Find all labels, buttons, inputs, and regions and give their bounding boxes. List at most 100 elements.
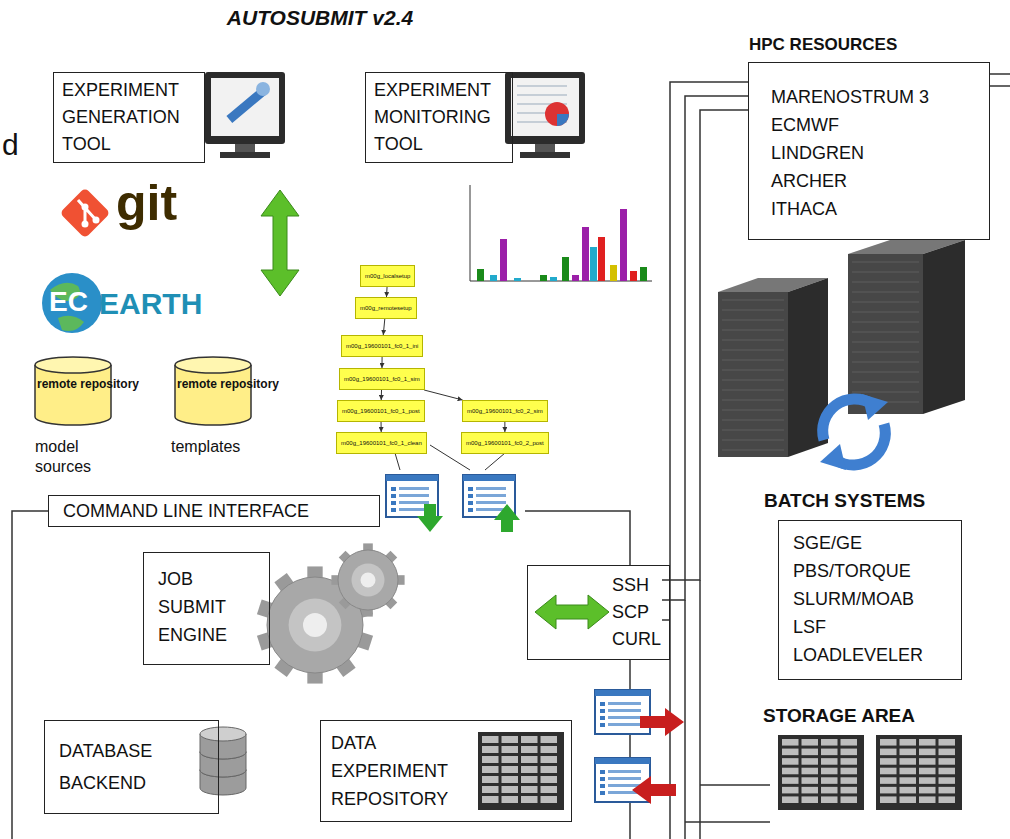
wiring-lines	[990, 85, 1010, 87]
node-text: DATABASE BACKEND	[59, 735, 179, 799]
job-box: m00g_19600101_fc0_2_post	[461, 432, 549, 454]
node-text: EXPERIMENT MONITORING TOOL	[374, 77, 504, 158]
document-icon	[463, 475, 515, 517]
monitor-icon	[205, 72, 285, 144]
document-icon	[600, 723, 605, 727]
server-tower	[722, 340, 784, 341]
document-icon	[386, 475, 438, 481]
node-heading: SSH	[612, 572, 661, 599]
diagram-title: AUTOSUBMIT v2.4	[210, 6, 430, 29]
storage-rack	[821, 758, 838, 765]
node-text: model sources	[35, 437, 111, 477]
job-box: m00g_localsetup	[360, 265, 415, 287]
server-tower	[722, 310, 784, 311]
storage-rack	[482, 746, 499, 753]
storage-rack	[919, 768, 936, 775]
storage-rack	[876, 735, 962, 810]
git-logo	[82, 204, 89, 211]
document-icon	[391, 494, 396, 498]
storage-rack	[782, 758, 799, 765]
node-text: LSF	[793, 613, 947, 641]
storage-rack	[521, 756, 538, 763]
document-icon	[463, 475, 515, 481]
storage-rack	[919, 796, 936, 803]
storage-rack	[841, 777, 858, 784]
monitor-icon	[511, 78, 579, 136]
flow-arrow	[386, 287, 388, 297]
document-icon	[595, 758, 650, 764]
server-tower	[852, 332, 919, 333]
monitor-icon	[517, 95, 567, 96]
repository-cylinder	[35, 357, 111, 373]
gear-icon	[329, 648, 356, 676]
server-tower	[722, 320, 784, 321]
git-logo	[60, 188, 111, 239]
server-tower	[722, 410, 784, 411]
storage-rack	[900, 739, 917, 746]
storage-rack	[541, 786, 558, 793]
server-tower	[722, 360, 784, 361]
database-icon	[200, 770, 246, 795]
storage-rack	[782, 796, 799, 803]
storage-rack	[521, 766, 538, 773]
node-text: DATA EXPERIMENT REPOSITORY	[331, 729, 471, 813]
document-icon	[595, 690, 650, 734]
node-text: COMMAND LINE INTERFACE	[63, 498, 365, 524]
storage-rack	[802, 796, 819, 803]
storage-rack	[900, 768, 917, 775]
job-box: m00g_19600101_fc0_1_sim	[339, 368, 425, 390]
monitor-icon	[517, 86, 567, 87]
storage-rack	[939, 777, 956, 784]
job-box: m00g_19600101_fc0_1_post	[337, 400, 425, 422]
protocol-box: SSHSCPCURL	[527, 565, 670, 660]
gear-icon	[257, 628, 285, 650]
gear-icon	[274, 648, 301, 676]
node-text: templates	[171, 437, 271, 457]
batch-list-box: BATCH SYSTEMSSGE/GEPBS/TORQUESLURM/MOABL…	[778, 520, 962, 680]
document-icon	[468, 494, 473, 498]
document-icon	[600, 702, 605, 706]
gear-icon	[329, 573, 356, 601]
storage-rack	[478, 732, 564, 810]
storage-rack	[821, 796, 838, 803]
database-icon	[200, 727, 246, 795]
storage-rack	[919, 749, 936, 756]
monitor-icon	[505, 72, 585, 144]
git-logo	[60, 188, 111, 239]
server-tower	[923, 240, 965, 414]
storage-rack	[900, 787, 917, 794]
gear-icon	[338, 550, 398, 610]
document-icon	[595, 690, 650, 734]
storage-rack	[821, 749, 838, 756]
document-icon	[468, 501, 473, 505]
job-box: m00g_19600101_fc0_1_clean	[336, 432, 427, 454]
node-text: JOB SUBMIT ENGINE	[158, 565, 238, 649]
note-text: d	[2, 128, 19, 161]
document-icon	[608, 709, 641, 712]
document-icon	[595, 758, 650, 802]
document-icon	[399, 487, 429, 490]
gear-icon	[363, 602, 373, 617]
node-text: CURL	[612, 626, 661, 653]
gear-icon	[339, 551, 356, 568]
storage-rack	[802, 787, 819, 794]
storage-rack	[939, 787, 956, 794]
server-tower	[852, 272, 919, 273]
storage-rack	[876, 735, 962, 810]
server-tower	[852, 382, 919, 383]
double-arrow	[535, 595, 609, 629]
storage-rack	[502, 756, 519, 763]
server-tower	[788, 278, 828, 457]
server-tower	[852, 372, 919, 373]
repository-cylinder	[175, 357, 251, 425]
document-icon	[476, 487, 506, 490]
database-icon	[200, 734, 246, 759]
logo-text: EC	[49, 287, 88, 318]
storage-rack	[939, 768, 956, 775]
storage-rack	[880, 768, 897, 775]
repository-cylinder	[35, 357, 111, 425]
node-text: ITHACA	[771, 195, 969, 223]
storage-rack	[880, 777, 897, 784]
node-heading: remote repository	[177, 377, 279, 391]
monitor-icon	[520, 152, 570, 158]
